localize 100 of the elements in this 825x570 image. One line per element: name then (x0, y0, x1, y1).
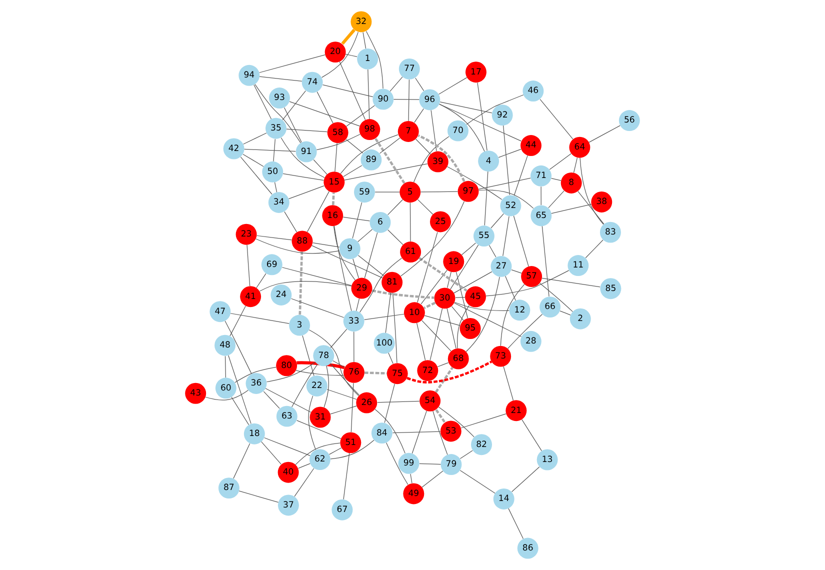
connector (313, 159, 328, 175)
connector (410, 202, 411, 242)
connector (415, 78, 424, 92)
connector (358, 255, 384, 276)
connector (244, 148, 296, 152)
node-circle: 91 (296, 141, 317, 162)
node-circle: 52 (500, 195, 522, 216)
node-circle: 99 (398, 452, 420, 474)
connector (264, 437, 310, 456)
node-circle: 61 (400, 242, 422, 263)
connector (390, 76, 403, 92)
node-circle: 95 (460, 318, 481, 339)
connector (502, 125, 510, 196)
node-circle: 33 (343, 310, 364, 332)
connector (550, 178, 562, 181)
connector (549, 153, 572, 170)
node-circle: 64 (569, 136, 590, 158)
connector (254, 84, 272, 120)
connector (289, 101, 360, 126)
node-circle: 4 (478, 150, 500, 172)
connector (330, 406, 357, 414)
node-circle: 65 (530, 205, 552, 226)
connector (460, 413, 506, 428)
connector (486, 270, 570, 296)
node-circle: 81 (382, 272, 403, 293)
connector (424, 302, 436, 310)
node-circle: 3 (289, 314, 310, 336)
node-circle: 86 (517, 538, 538, 559)
connector (438, 406, 474, 438)
connector (410, 474, 412, 484)
node-circle: 24 (270, 284, 292, 306)
connector (560, 310, 571, 316)
node-circle: 13 (536, 449, 558, 470)
connector (588, 125, 620, 143)
node-circle: 20 (324, 42, 346, 63)
node-circle: 27 (490, 256, 512, 277)
connector (578, 191, 604, 224)
connector (419, 463, 442, 465)
connector (280, 137, 325, 178)
connector (440, 102, 492, 114)
connector (294, 468, 314, 497)
node-circle: 39 (427, 151, 448, 172)
connector (273, 138, 276, 162)
connector (322, 32, 358, 78)
connector (573, 158, 578, 173)
node-circle: 16 (322, 205, 344, 226)
connector (356, 298, 360, 312)
connector (406, 360, 492, 384)
node-circle: 30 (434, 288, 456, 309)
node-circle: 10 (404, 302, 425, 324)
node-circle: 29 (351, 278, 372, 299)
connector (384, 384, 395, 424)
node-circle: 63 (276, 406, 298, 427)
node-circle: 98 (359, 119, 380, 140)
node-circle: 96 (419, 89, 440, 110)
connector (542, 226, 550, 297)
node-circle: 44 (520, 135, 542, 156)
connector (478, 178, 531, 190)
connector (330, 440, 374, 460)
node-circle: 93 (268, 88, 290, 109)
connector (377, 400, 420, 403)
connector (316, 134, 360, 150)
node-circle: 1 (357, 48, 378, 70)
connector (295, 442, 340, 465)
connector (424, 315, 460, 326)
connector (548, 190, 564, 208)
connector (540, 186, 542, 206)
connector (418, 257, 468, 292)
connector (350, 382, 354, 432)
node-circle: 83 (600, 222, 621, 243)
connector (344, 164, 428, 180)
node-circle: 97 (458, 180, 479, 202)
connector (434, 366, 454, 393)
connector (437, 362, 449, 368)
connector (282, 90, 306, 120)
node-circle: 85 (600, 278, 622, 300)
node-circle: 56 (618, 110, 640, 132)
connector (288, 186, 324, 200)
node-circle: 60 (215, 378, 236, 399)
connector (333, 226, 356, 280)
connector (352, 258, 359, 278)
connector (296, 420, 342, 439)
connector (339, 61, 366, 120)
node-circle: 6 (370, 212, 391, 233)
connector (460, 450, 473, 459)
connector (503, 366, 514, 401)
node-circle: 90 (372, 88, 394, 110)
connector (432, 410, 448, 455)
node-circle: 57 (521, 266, 542, 288)
node-circle: 68 (448, 348, 469, 370)
node-circle: 75 (386, 363, 408, 384)
connector (224, 356, 226, 378)
connector (240, 156, 272, 195)
connector (343, 165, 362, 177)
connector (478, 190, 534, 209)
connector (326, 389, 357, 400)
connector (243, 132, 267, 144)
node-circle: 41 (240, 286, 262, 308)
connector (259, 54, 326, 73)
connector (502, 216, 510, 256)
